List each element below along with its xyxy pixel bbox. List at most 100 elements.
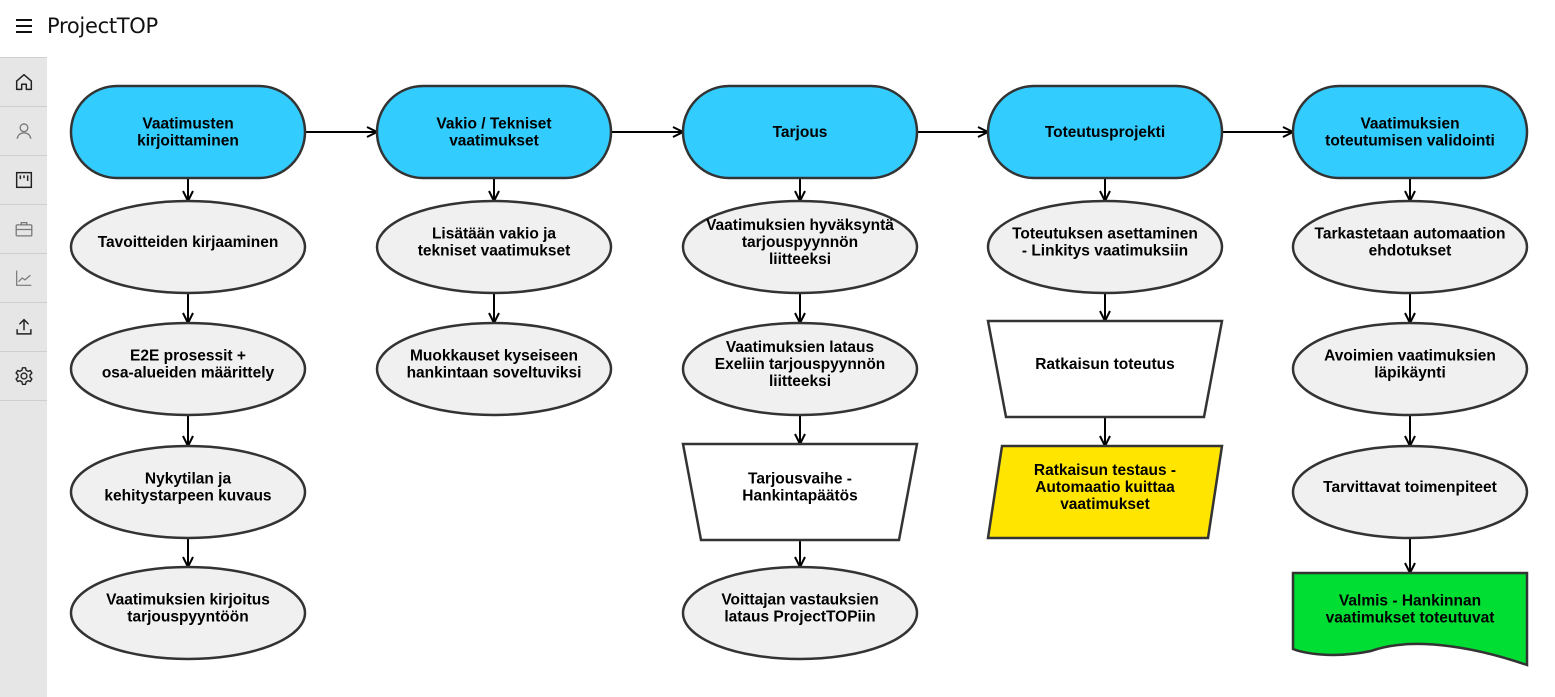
- node-label: tarjouspyynnön: [742, 234, 858, 251]
- node-label: Vakio / Tekniset: [436, 116, 551, 133]
- node-label: Vaatimuksien kirjoitus: [106, 592, 270, 609]
- node-label: hankintaan soveltuviksi: [407, 365, 582, 382]
- node-label: kirjoittaminen: [137, 133, 239, 150]
- sidebar-item-board[interactable]: [0, 156, 47, 205]
- process-ellipse-shape: [986, 199, 1224, 295]
- process-ellipse-shape: [69, 321, 307, 417]
- process-ellipse-shape: [681, 565, 919, 661]
- node-label: ehdotukset: [1369, 243, 1452, 260]
- terminator-shape: [69, 84, 307, 180]
- data-parallelogram-shape: [986, 444, 1224, 540]
- step-node[interactable]: Tarjousvaihe -Hankintapäätös: [681, 442, 919, 542]
- sidebar-item-settings[interactable]: [0, 352, 47, 401]
- node-label: Vaatimuksien: [1360, 116, 1459, 133]
- node-label: Vaatimuksien lataus: [726, 339, 874, 356]
- node-label: - Linkitys vaatimuksiin: [1022, 243, 1188, 260]
- node-label: Voittajan vastauksien: [721, 592, 878, 609]
- node-label: E2E prosessit +: [130, 348, 246, 365]
- process-ellipse-shape: [69, 199, 307, 295]
- process-ellipse-shape: [375, 321, 613, 417]
- process-ellipse-shape: [69, 444, 307, 540]
- sidebar-item-projects[interactable]: [0, 205, 47, 254]
- step-node[interactable]: Ratkaisun testaus -Automaatio kuittaavaa…: [986, 444, 1224, 540]
- home-icon: [15, 73, 32, 91]
- briefcase-icon: [15, 221, 32, 237]
- terminator-shape: [986, 84, 1224, 180]
- step-node[interactable]: Vaatimuksien hyväksyntätarjouspyynnönlii…: [681, 199, 919, 295]
- node-label: liitteeksi: [769, 251, 831, 268]
- process-ellipse-shape: [681, 321, 919, 417]
- sidebar-item-reports[interactable]: [0, 254, 47, 303]
- step-node[interactable]: Tarvittavat toimenpiteet: [1291, 444, 1529, 540]
- node-label: Vaatimusten: [142, 116, 233, 133]
- step-node[interactable]: Tavoitteiden kirjaaminen: [69, 199, 307, 295]
- node-label: toteutumisen validointi: [1325, 133, 1495, 150]
- node-label: Exeliin tarjouspyynnön: [715, 356, 886, 373]
- node-label: Lisätään vakio ja: [432, 226, 556, 243]
- node-label: kehitystarpeen kuvaus: [104, 488, 271, 505]
- process-ellipse-shape: [1291, 444, 1529, 540]
- top-bar: ProjectTOP: [0, 0, 1555, 56]
- process-ellipse-shape: [1291, 199, 1529, 295]
- node-label: lataus ProjectTOPiin: [724, 609, 875, 626]
- process-ellipse-shape: [1291, 321, 1529, 417]
- node-label: Ratkaisun toteutus: [1035, 356, 1175, 373]
- sidebar-item-home[interactable]: [0, 58, 47, 107]
- kanban-board-icon: [15, 171, 32, 189]
- document-shape: [1291, 571, 1529, 667]
- app-title: ProjectTOP: [47, 14, 158, 38]
- node-label: Tarvittavat toimenpiteet: [1323, 479, 1497, 496]
- node-label: liitteeksi: [769, 373, 831, 390]
- terminator-shape: [375, 84, 613, 180]
- phase-node[interactable]: Tarjous: [681, 84, 919, 180]
- node-label: Nykytilan ja: [145, 471, 232, 488]
- node-label: Vaatimuksien hyväksyntä: [706, 217, 894, 234]
- step-node[interactable]: Toteutuksen asettaminen- Linkitys vaatim…: [986, 199, 1224, 295]
- node-label: tekniset vaatimukset: [418, 243, 571, 260]
- node-label: Toteutuksen asettaminen: [1012, 226, 1198, 243]
- node-label: vaatimukset toteutuvat: [1326, 610, 1495, 627]
- node-label: Hankintapäätös: [742, 488, 857, 505]
- node-label: vaatimukset: [1060, 496, 1150, 513]
- step-node[interactable]: Ratkaisun toteutus: [986, 319, 1224, 419]
- step-node[interactable]: E2E prosessit +osa-alueiden määrittely: [69, 321, 307, 417]
- node-label: Ratkaisun testaus -: [1034, 462, 1176, 479]
- line-chart-icon: [15, 270, 31, 286]
- node-label: Tarjousvaihe -: [748, 471, 852, 488]
- node-label: Automaatio kuittaa: [1035, 479, 1175, 496]
- process-ellipse-shape: [375, 199, 613, 295]
- node-label: Toteutusprojekti: [1045, 124, 1165, 141]
- manual-operation-shape: [681, 442, 919, 542]
- node-label: tarjouspyyntöön: [127, 609, 248, 626]
- process-ellipse-shape: [681, 199, 919, 295]
- terminator-shape: [681, 84, 919, 180]
- node-label: Tarkastetaan automaation: [1315, 226, 1506, 243]
- node-label: Valmis - Hankinnan: [1339, 593, 1481, 610]
- node-label: Tavoitteiden kirjaaminen: [98, 234, 279, 251]
- sidebar: [0, 57, 47, 697]
- node-label: Muokkauset kyseiseen: [410, 348, 578, 365]
- user-icon: [15, 123, 32, 139]
- node-label: Tarjous: [773, 124, 828, 141]
- sidebar-item-users[interactable]: [0, 107, 47, 156]
- hamburger-menu-icon[interactable]: [14, 16, 34, 36]
- node-label: Avoimien vaatimuksien: [1324, 348, 1496, 365]
- node-label: läpikäynti: [1374, 365, 1446, 382]
- phase-node[interactable]: Toteutusprojekti: [986, 84, 1224, 180]
- sidebar-item-upload[interactable]: [0, 303, 47, 352]
- manual-operation-shape: [986, 319, 1224, 419]
